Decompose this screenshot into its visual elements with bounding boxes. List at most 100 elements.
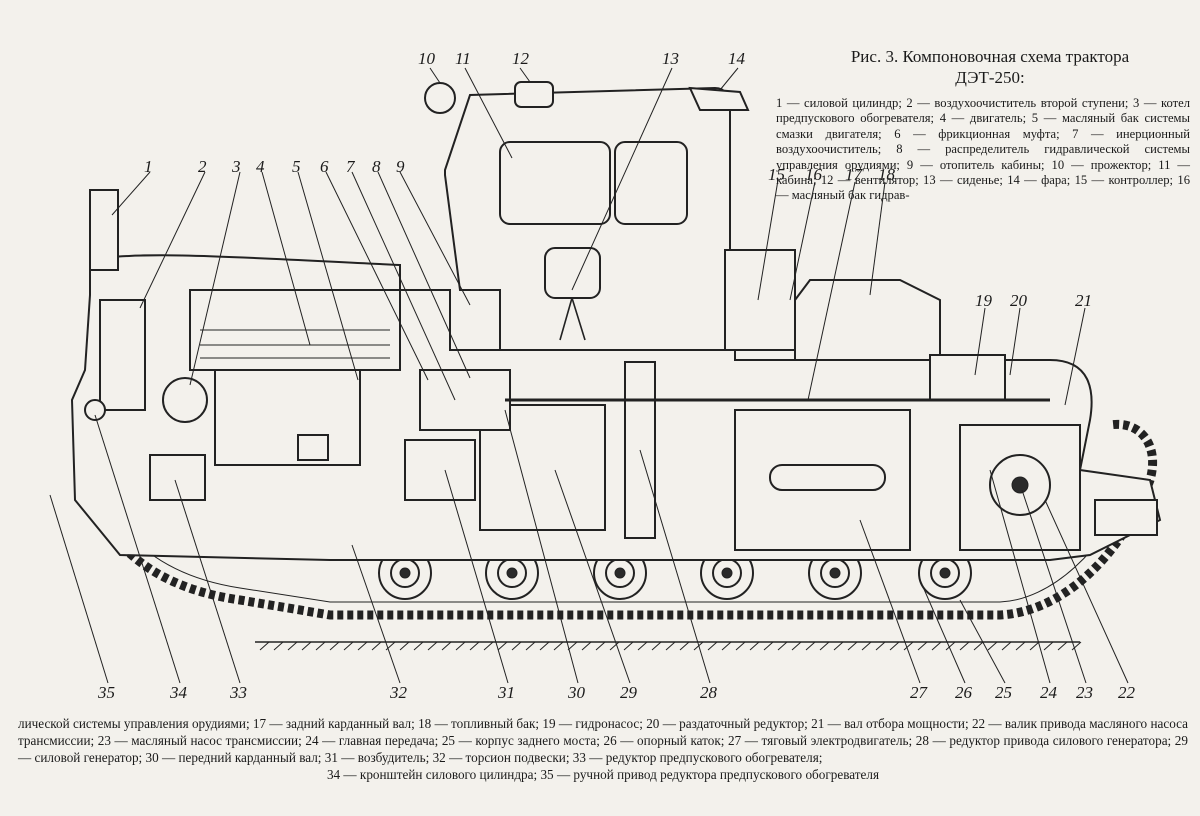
road-wheel-4-ring-3 xyxy=(721,567,733,579)
label-21: 21 xyxy=(1075,291,1092,310)
label-15: 15 xyxy=(768,165,785,184)
ground-hatch xyxy=(973,641,984,651)
ground-hatch xyxy=(721,641,732,651)
ground-hatch xyxy=(679,641,690,651)
ground-hatch xyxy=(315,641,326,651)
ground-hatch xyxy=(441,641,452,651)
ground-hatch xyxy=(469,641,480,651)
label-30: 30 xyxy=(567,683,586,702)
ground-hatch xyxy=(749,641,760,651)
ground-hatch xyxy=(847,641,858,651)
road-wheel-3-ring-3 xyxy=(614,567,626,579)
ground-hatch xyxy=(945,641,956,651)
ground-hatch xyxy=(735,641,746,651)
ground-hatch xyxy=(595,641,606,651)
ground-hatch xyxy=(567,641,578,651)
figure-title: Рис. 3. Компоновочная схема трактора ДЭТ… xyxy=(790,46,1190,88)
ground-hatch xyxy=(637,641,648,651)
label-10: 10 xyxy=(418,49,436,68)
ground-hatch xyxy=(931,641,942,651)
label-6: 6 xyxy=(320,157,329,176)
legend-last-line: 34 — кронштейн силового цилиндра; 35 — р… xyxy=(326,767,880,782)
label-35: 35 xyxy=(97,683,115,702)
ground-hatch xyxy=(987,641,998,651)
ground-hatch xyxy=(609,641,620,651)
label-4: 4 xyxy=(256,157,265,176)
ground-hatch xyxy=(497,641,508,651)
ground-hatch xyxy=(819,641,830,651)
ground-hatch xyxy=(763,641,774,651)
ground-hatch xyxy=(1001,641,1012,651)
ground-hatch xyxy=(1057,641,1068,651)
ground-hatch xyxy=(777,641,788,651)
label-14: 14 xyxy=(728,49,746,68)
ground-hatch xyxy=(917,641,928,651)
label-25: 25 xyxy=(995,683,1012,702)
ground-hatch xyxy=(1071,641,1082,651)
label-1: 1 xyxy=(144,157,153,176)
legend-bottom-text: лической системы управления орудиями; 17… xyxy=(18,716,1188,765)
label-18: 18 xyxy=(878,165,896,184)
ground-hatch xyxy=(357,641,368,651)
label-7: 7 xyxy=(346,157,356,176)
legend-bottom: лической системы управления орудиями; 17… xyxy=(18,715,1188,783)
legend-top: 1 — силовой цилиндр; 2 — воздухоочистите… xyxy=(776,96,1190,203)
label-11: 11 xyxy=(455,49,471,68)
label-2: 2 xyxy=(198,157,207,176)
label-19: 19 xyxy=(975,291,993,310)
ground-hatch xyxy=(623,641,634,651)
ground-hatch xyxy=(707,641,718,651)
label-3: 3 xyxy=(231,157,241,176)
ground xyxy=(255,641,1082,651)
ground-hatch xyxy=(301,641,312,651)
label-22: 22 xyxy=(1118,683,1136,702)
ground-hatch xyxy=(455,641,466,651)
ground-hatch xyxy=(329,641,340,651)
road-wheel-5-ring-3 xyxy=(829,567,841,579)
ground-hatch xyxy=(287,641,298,651)
label-13: 13 xyxy=(662,49,679,68)
ground-hatch xyxy=(1015,641,1026,651)
label-34: 34 xyxy=(169,683,188,702)
ground-hatch xyxy=(371,641,382,651)
label-20: 20 xyxy=(1010,291,1028,310)
fuel-tank xyxy=(794,279,941,361)
label-12: 12 xyxy=(512,49,530,68)
label-29: 29 xyxy=(620,683,638,702)
ground-hatch xyxy=(553,641,564,651)
label-23: 23 xyxy=(1076,683,1093,702)
title-line-1: Рис. 3. Компоновочная схема трактора xyxy=(850,47,1130,66)
ground-hatch xyxy=(525,641,536,651)
ground-hatch xyxy=(861,641,872,651)
label-32: 32 xyxy=(389,683,408,702)
ground-hatch xyxy=(539,641,550,651)
ground-hatch xyxy=(903,641,914,651)
ground-hatch xyxy=(385,641,396,651)
ground-hatch xyxy=(791,641,802,651)
label-9: 9 xyxy=(396,157,405,176)
label-33: 33 xyxy=(229,683,247,702)
ground-hatch xyxy=(665,641,676,651)
label-24: 24 xyxy=(1040,683,1058,702)
ground-hatch xyxy=(1043,641,1054,651)
road-wheel-1-ring-3 xyxy=(399,567,411,579)
leader-lines xyxy=(49,67,1129,684)
label-27: 27 xyxy=(910,683,929,702)
label-28: 28 xyxy=(700,683,718,702)
ground-hatch xyxy=(427,641,438,651)
ground-hatch xyxy=(651,641,662,651)
road-wheel-2-ring-3 xyxy=(506,567,518,579)
ground-hatch xyxy=(875,641,886,651)
label-16: 16 xyxy=(805,165,823,184)
ground-hatch xyxy=(889,641,900,651)
ground-hatch xyxy=(343,641,354,651)
ground-hatch xyxy=(483,641,494,651)
ground-hatch xyxy=(581,641,592,651)
label-5: 5 xyxy=(292,157,301,176)
part-labels: 1 2 3 4 5 6 7 8 9 10 11 12 13 14 15 16 1… xyxy=(97,49,1136,702)
label-31: 31 xyxy=(497,683,515,702)
road-wheel-6-ring-3 xyxy=(939,567,951,579)
ground-hatch xyxy=(273,641,284,651)
ground-hatch xyxy=(399,641,410,651)
